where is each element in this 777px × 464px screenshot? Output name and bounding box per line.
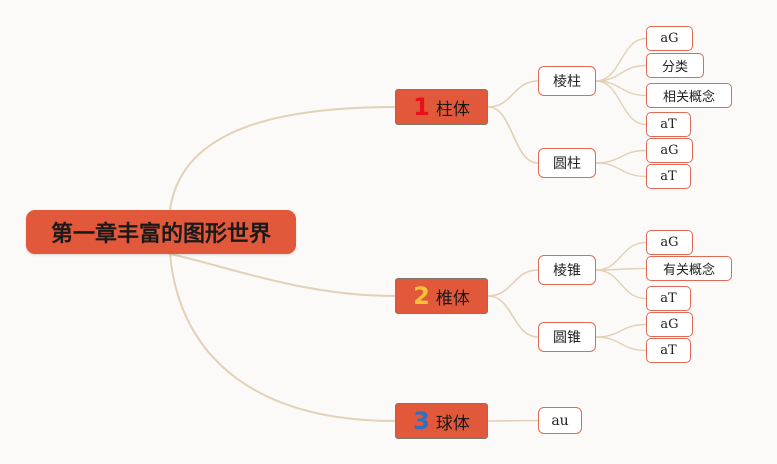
subtopic-label: 棱锥 bbox=[553, 263, 581, 279]
branch-number-1: 1 bbox=[413, 93, 430, 121]
leaf-1-2-2[interactable]: aT bbox=[646, 164, 691, 189]
subtopic-link-2-2 bbox=[487, 295, 539, 338]
leaf-1-1-4[interactable]: aT bbox=[646, 112, 691, 137]
subtopic-label: 圆锥 bbox=[553, 330, 581, 346]
leaf-label: 相关概念 bbox=[662, 90, 715, 105]
subtopic-link-1-1 bbox=[487, 80, 539, 108]
leaf-label: aG bbox=[660, 317, 679, 332]
root-topic[interactable]: 第一章丰富的图形世界 bbox=[26, 210, 296, 254]
branch-label-2: 椎体 bbox=[435, 288, 470, 309]
leaf-link-2-2-1 bbox=[595, 323, 647, 338]
subtopic-label: au bbox=[551, 412, 569, 429]
subtopic-label: 圆柱 bbox=[553, 156, 581, 172]
leaf-label: aT bbox=[660, 343, 677, 358]
subtopic-label: 棱柱 bbox=[553, 74, 581, 90]
subtopic-2-2[interactable]: 圆锥 bbox=[538, 322, 596, 352]
branch-node-3[interactable]: 3 球体 bbox=[395, 403, 488, 439]
leaf-label: aG bbox=[660, 143, 679, 158]
leaf-1-1-1[interactable]: aG bbox=[646, 26, 693, 51]
leaf-label: aT bbox=[660, 169, 677, 184]
subtopic-3-1[interactable]: au bbox=[538, 407, 582, 434]
leaf-link-1-1-2 bbox=[595, 64, 647, 82]
branch-node-2[interactable]: 2 椎体 bbox=[395, 278, 488, 314]
root-topic-label: 第一章丰富的图形世界 bbox=[50, 222, 271, 247]
subtopic-1-1[interactable]: 棱柱 bbox=[538, 66, 596, 96]
leaf-link-1-1-1 bbox=[595, 37, 647, 82]
leaf-2-1-2[interactable]: 有关概念 bbox=[646, 256, 732, 281]
leaf-link-1-1-4 bbox=[595, 80, 647, 126]
branch-link-2 bbox=[169, 253, 396, 297]
leaf-1-1-2[interactable]: 分类 bbox=[646, 53, 704, 78]
leaf-label: aG bbox=[660, 31, 679, 46]
leaf-1-1-3[interactable]: 相关概念 bbox=[646, 83, 732, 108]
leaf-label: 分类 bbox=[661, 60, 688, 75]
subtopic-link-2-1 bbox=[487, 269, 539, 297]
subtopic-2-1[interactable]: 棱锥 bbox=[538, 255, 596, 285]
leaf-label: 有关概念 bbox=[662, 263, 715, 278]
branch-label-3: 球体 bbox=[435, 413, 470, 434]
leaf-label: aT bbox=[660, 291, 677, 306]
branch-link-1 bbox=[169, 106, 396, 211]
leaf-link-1-2-1 bbox=[595, 149, 647, 164]
subtopic-1-2[interactable]: 圆柱 bbox=[538, 148, 596, 178]
branch-node-1[interactable]: 1 柱体 bbox=[395, 89, 488, 125]
leaf-label: aG bbox=[660, 235, 679, 250]
branch-link-3 bbox=[169, 253, 396, 422]
leaf-2-1-1[interactable]: aG bbox=[646, 230, 693, 255]
leaf-2-2-2[interactable]: aT bbox=[646, 338, 691, 363]
branch-number-2: 2 bbox=[413, 282, 430, 310]
leaf-label: aT bbox=[660, 117, 677, 132]
branch-number-3: 3 bbox=[413, 407, 430, 435]
leaf-2-2-1[interactable]: aG bbox=[646, 312, 693, 337]
leaf-link-2-2-2 bbox=[595, 336, 647, 352]
subtopic-link-3-1 bbox=[487, 419, 539, 422]
leaf-link-2-1-3 bbox=[595, 269, 647, 300]
leaf-link-2-1-1 bbox=[595, 241, 647, 271]
subtopic-link-1-2 bbox=[487, 106, 539, 164]
leaf-2-1-3[interactable]: aT bbox=[646, 286, 691, 311]
leaf-1-2-1[interactable]: aG bbox=[646, 138, 693, 163]
branch-label-1: 柱体 bbox=[435, 99, 470, 120]
leaf-link-1-2-2 bbox=[595, 162, 647, 178]
